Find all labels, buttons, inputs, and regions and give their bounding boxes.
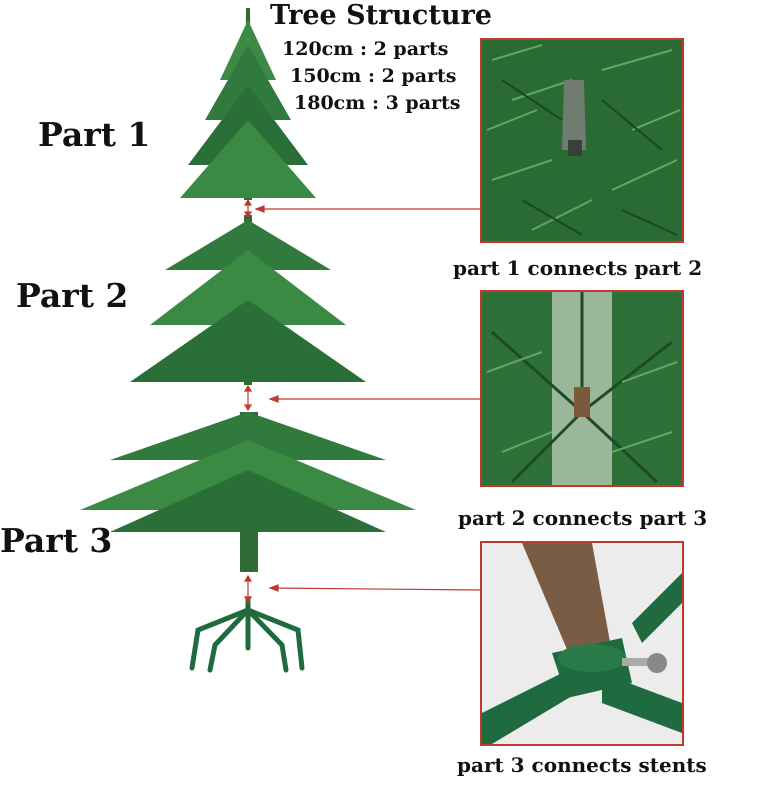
caption-part2: part 2 connects part 3 bbox=[458, 506, 708, 530]
needles-photo-2 bbox=[482, 292, 682, 485]
photo-part1-joint bbox=[480, 38, 684, 243]
tree-part-1 bbox=[180, 8, 316, 200]
stand-photo bbox=[482, 543, 682, 744]
caption-part1: part 1 connects part 2 bbox=[453, 256, 703, 280]
photo-stand-joint bbox=[480, 541, 684, 746]
size-120: 120cm : 2 parts bbox=[282, 38, 449, 60]
size-list: 120cm : 2 parts 150cm : 2 parts 180cm : … bbox=[282, 36, 461, 117]
photo-part2-joint bbox=[480, 290, 684, 487]
tree-part-3 bbox=[80, 412, 416, 572]
size-180: 180cm : 3 parts bbox=[294, 92, 461, 114]
diagram-title: Tree Structure bbox=[270, 0, 492, 31]
size-150: 150cm : 2 parts bbox=[290, 65, 457, 87]
tree-part-2 bbox=[130, 215, 366, 385]
connection-markers bbox=[243, 198, 253, 604]
caption-part3: part 3 connects stents bbox=[457, 753, 707, 777]
part-3-label: Part 3 bbox=[0, 521, 113, 560]
needles-photo-1 bbox=[482, 40, 682, 241]
tree-stand bbox=[189, 597, 305, 673]
part-2-label: Part 2 bbox=[16, 276, 129, 315]
part-1-label: Part 1 bbox=[38, 115, 151, 154]
tree-illustration bbox=[80, 8, 416, 673]
